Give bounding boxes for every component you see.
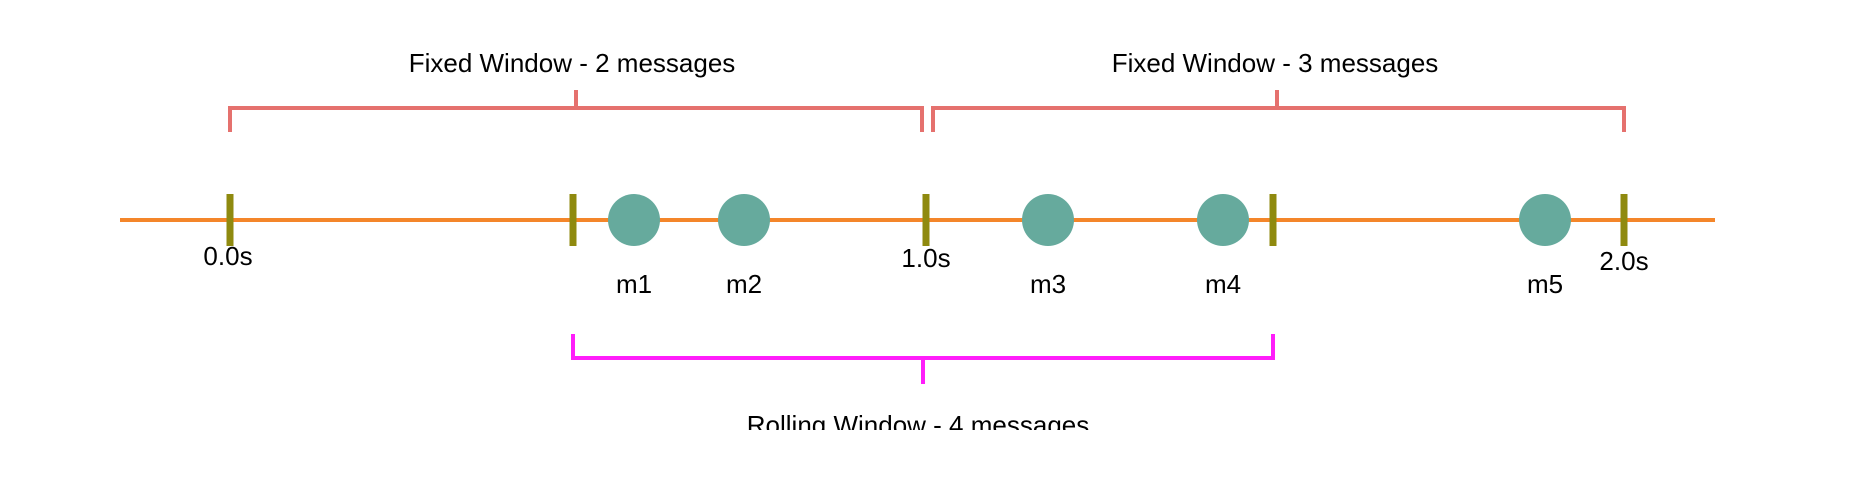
message-label-m1: m1 xyxy=(616,269,652,299)
fixed-window-1-bracket xyxy=(228,90,924,132)
fixed-window-2-label: Fixed Window - 3 messages xyxy=(1112,48,1439,78)
rolling-window-bracket xyxy=(571,334,1275,384)
time-label-2-0s: 2.0s xyxy=(1599,246,1648,276)
time-label-0-0s: 0.0s xyxy=(203,241,252,271)
message-m3 xyxy=(1022,194,1074,246)
message-label-m3: m3 xyxy=(1030,269,1066,299)
message-m4 xyxy=(1197,194,1249,246)
message-label-m4: m4 xyxy=(1205,269,1241,299)
message-label-m2: m2 xyxy=(726,269,762,299)
message-m1 xyxy=(608,194,660,246)
rolling-window-label: Rolling Window - 4 messages xyxy=(747,410,1089,440)
message-m2 xyxy=(718,194,770,246)
time-label-1-0s: 1.0s xyxy=(901,243,950,273)
fixed-window-2-bracket xyxy=(931,90,1626,132)
fixed-window-1-label: Fixed Window - 2 messages xyxy=(409,48,736,78)
message-label-m5: m5 xyxy=(1527,269,1563,299)
message-m5 xyxy=(1519,194,1571,246)
